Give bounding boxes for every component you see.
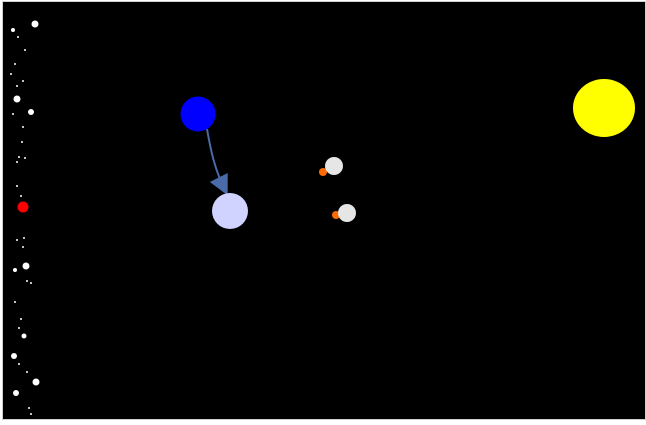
star: [14, 301, 16, 303]
sun-icon[interactable]: [573, 79, 635, 137]
star: [30, 282, 32, 284]
moon-icon[interactable]: [338, 204, 356, 222]
star: [11, 353, 17, 359]
star: [26, 371, 28, 373]
star: [30, 413, 32, 415]
star: [28, 109, 34, 115]
star: [20, 318, 22, 320]
star: [18, 327, 20, 329]
star: [21, 141, 23, 143]
arrow-icon: [207, 129, 225, 190]
star: [23, 237, 25, 239]
star: [24, 157, 26, 159]
star: [22, 246, 24, 248]
star: [26, 280, 28, 282]
game-canvas[interactable]: [3, 2, 646, 420]
star: [14, 63, 16, 65]
star: [22, 334, 27, 339]
moon-icon[interactable]: [325, 157, 343, 175]
star: [14, 96, 21, 103]
star: [16, 85, 18, 87]
star: [10, 73, 12, 75]
star: [16, 239, 18, 241]
blue-planet-icon[interactable]: [181, 97, 216, 132]
star: [18, 363, 20, 365]
star: [17, 36, 19, 38]
star: [13, 268, 17, 272]
star: [20, 195, 22, 197]
star: [16, 161, 18, 163]
star: [11, 28, 15, 32]
star: [18, 156, 20, 158]
star: [33, 379, 40, 386]
star: [13, 390, 19, 396]
star: [24, 49, 26, 51]
star: [22, 126, 24, 128]
star: [28, 407, 30, 409]
star: [32, 21, 39, 28]
pale-planet-icon[interactable]: [212, 193, 248, 229]
star: [16, 185, 18, 187]
star: [23, 263, 30, 270]
red-dot-icon[interactable]: [18, 202, 29, 213]
star: [22, 80, 24, 82]
star-column: [10, 21, 40, 416]
star: [12, 113, 14, 115]
